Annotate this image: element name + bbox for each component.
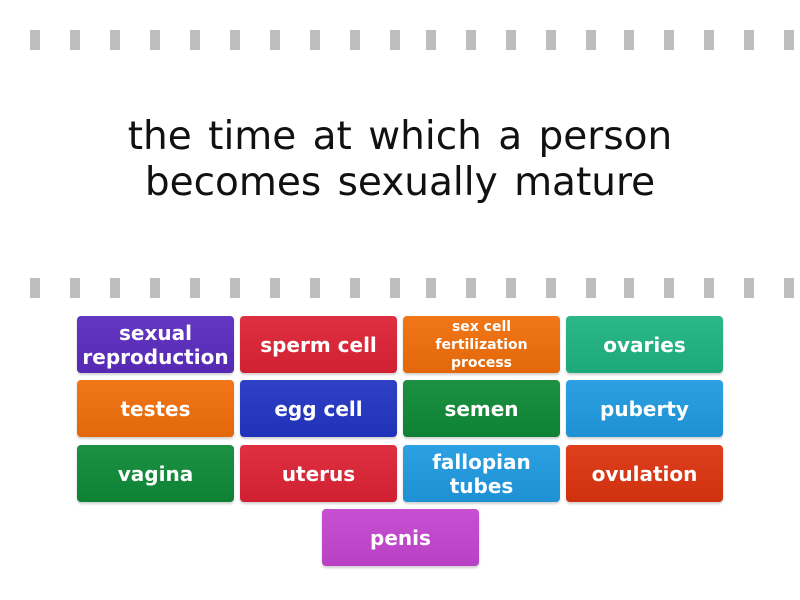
separator-dash <box>350 278 360 298</box>
question-prompt: the time at which a person becomes sexua… <box>100 90 700 230</box>
separator-dash <box>310 278 320 298</box>
separator-dash <box>704 30 714 50</box>
separator-dash <box>70 278 80 298</box>
separator-dash <box>110 30 120 50</box>
separator-dash <box>190 278 200 298</box>
separator-dash <box>586 278 596 298</box>
separator-dash <box>546 30 556 50</box>
separator-dash <box>744 278 754 298</box>
separator-dash <box>426 30 436 50</box>
separator-dash <box>426 278 436 298</box>
answer-label: sex cell fertilization process <box>435 318 528 371</box>
answer-tile-ovulation[interactable]: ovulation <box>566 445 723 502</box>
separator-dash <box>190 30 200 50</box>
separator-dash <box>270 30 280 50</box>
answer-label: penis <box>370 525 431 550</box>
answer-label: testes <box>120 396 191 421</box>
separator-dash <box>270 278 280 298</box>
separator-dash <box>70 30 80 50</box>
answer-label: fallopian tubes <box>432 449 531 498</box>
answer-tile-puberty[interactable]: puberty <box>566 380 723 437</box>
separator-dash <box>586 30 596 50</box>
separator-bottom <box>0 278 800 298</box>
separator-dash <box>506 278 516 298</box>
separator-dash <box>150 278 160 298</box>
answer-label: vagina <box>117 461 194 486</box>
separator-dash <box>466 278 476 298</box>
answer-tile-sex-cell-fertilization-process[interactable]: sex cell fertilization process <box>403 316 560 373</box>
separator-dash <box>784 278 794 298</box>
answer-tile-uterus[interactable]: uterus <box>240 445 397 502</box>
separator-dash <box>390 30 400 50</box>
separator-dash <box>150 30 160 50</box>
answer-tile-semen[interactable]: semen <box>403 380 560 437</box>
separator-dash <box>310 30 320 50</box>
separator-dash <box>784 30 794 50</box>
separator-dash <box>624 30 634 50</box>
separator-dash <box>390 278 400 298</box>
separator-dash <box>110 278 120 298</box>
answer-label: sperm cell <box>260 332 377 357</box>
separator-dash <box>30 30 40 50</box>
answer-label: ovulation <box>591 461 698 486</box>
answer-tile-sexual-reproduction[interactable]: sexual reproduction <box>77 316 234 373</box>
answer-label: sexual reproduction <box>82 320 229 369</box>
separator-dash <box>230 30 240 50</box>
separator-dash <box>466 30 476 50</box>
answer-tile-egg-cell[interactable]: egg cell <box>240 380 397 437</box>
separator-dash <box>664 30 674 50</box>
separator-dash <box>546 278 556 298</box>
answer-label: puberty <box>600 396 689 421</box>
separator-top <box>0 30 800 50</box>
separator-dash <box>664 278 674 298</box>
separator-dash <box>230 278 240 298</box>
separator-dash <box>744 30 754 50</box>
answer-tile-fallopian-tubes[interactable]: fallopian tubes <box>403 445 560 502</box>
answer-label: uterus <box>281 461 356 486</box>
answer-label: egg cell <box>274 396 363 421</box>
answer-tile-penis[interactable]: penis <box>322 509 479 566</box>
answer-label: ovaries <box>603 332 686 357</box>
question-text: the time at which a person becomes sexua… <box>127 114 673 205</box>
answer-tile-vagina[interactable]: vagina <box>77 445 234 502</box>
separator-dash <box>506 30 516 50</box>
answer-label: semen <box>444 396 519 421</box>
answer-tile-sperm-cell[interactable]: sperm cell <box>240 316 397 373</box>
separator-dash <box>704 278 714 298</box>
separator-dash <box>624 278 634 298</box>
answer-tile-ovaries[interactable]: ovaries <box>566 316 723 373</box>
separator-dash <box>30 278 40 298</box>
answer-tile-testes[interactable]: testes <box>77 380 234 437</box>
separator-dash <box>350 30 360 50</box>
